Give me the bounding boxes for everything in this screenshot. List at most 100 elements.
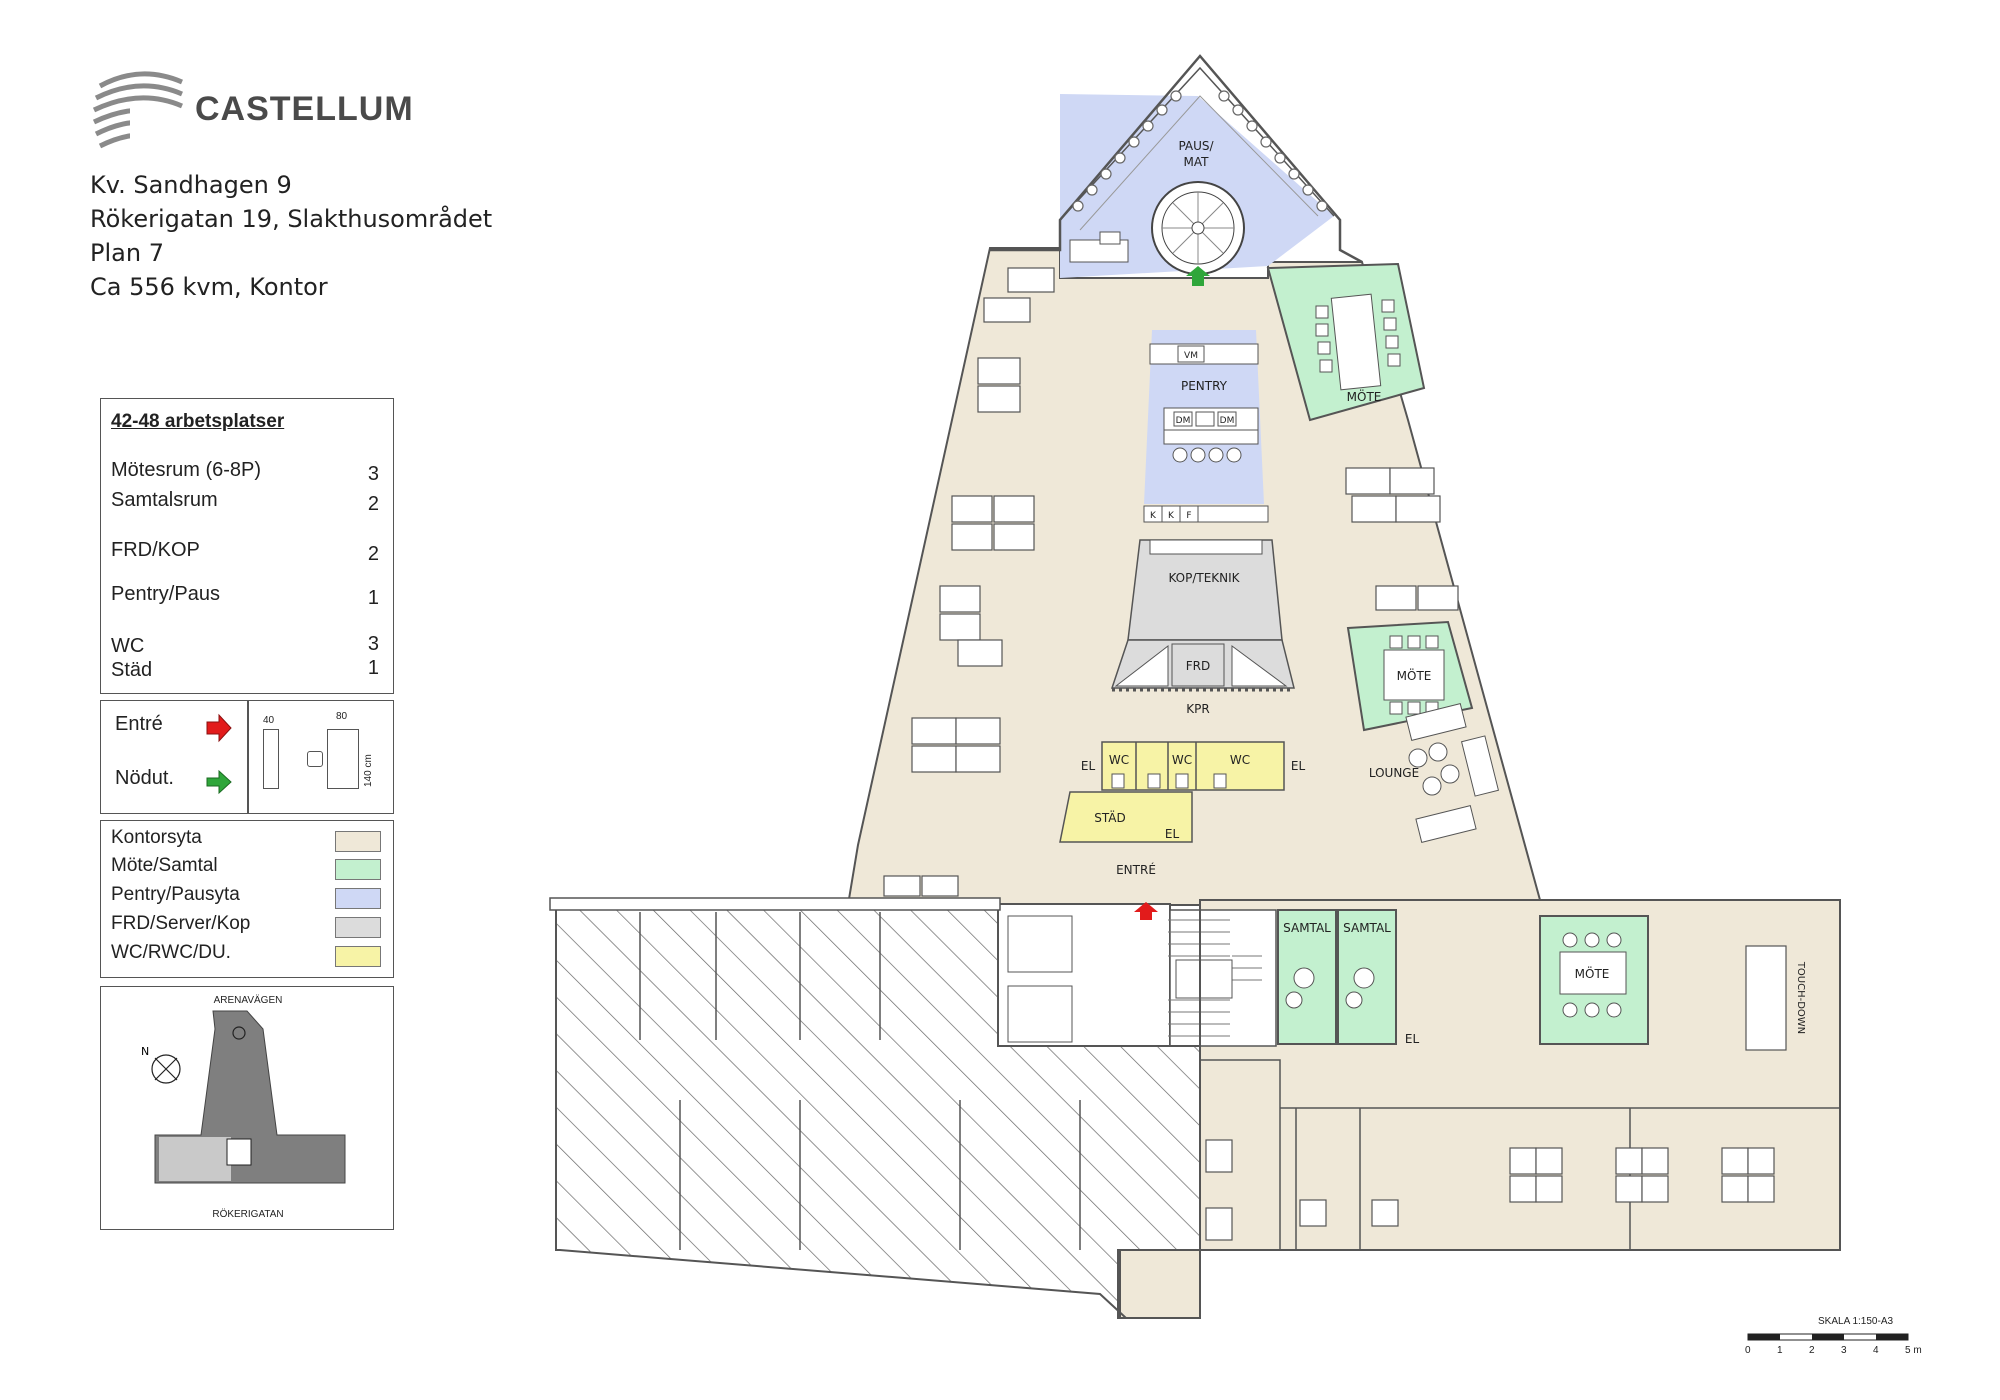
pentry-label: PENTRY xyxy=(1181,379,1228,393)
meeting-room-label: MÖTE xyxy=(1575,965,1610,981)
meeting-room-label: MÖTE xyxy=(1347,388,1382,404)
roof-outline xyxy=(990,54,1363,264)
narrow-desk-icon xyxy=(263,729,279,789)
k-label: K xyxy=(1168,511,1175,521)
emergency-exit-arrow-icon xyxy=(206,769,232,795)
legend-swatch-meeting xyxy=(335,859,381,880)
address-line-3: Plan 7 xyxy=(90,239,164,267)
stad-area xyxy=(1059,791,1193,843)
summary-row-label: WC xyxy=(111,635,145,657)
symbol-divider xyxy=(247,701,249,813)
entry-arrow-icon xyxy=(1134,902,1158,920)
kop-teknik-area xyxy=(1127,539,1283,641)
pause-label-line-2: MAT xyxy=(1184,155,1210,169)
wc-label: WC xyxy=(1109,753,1129,767)
brand-name: CASTELLUM xyxy=(195,90,414,128)
legend-swatch-wc xyxy=(335,946,381,967)
entry-label: Entré xyxy=(115,713,163,735)
street-south: RÖKERIGATAN xyxy=(212,1209,284,1220)
entrance-label: ENTRÉ xyxy=(1116,862,1156,877)
frd-label: FRD xyxy=(1186,659,1210,673)
address-line-1: Kv. Sandhagen 9 xyxy=(90,171,292,199)
castellum-logo-icon xyxy=(92,71,183,149)
summary-row-label: FRD/KOP xyxy=(111,539,200,561)
legend-swatch-pentry xyxy=(335,888,381,909)
el-label: EL xyxy=(1081,759,1096,773)
north-compass-icon xyxy=(151,1054,181,1084)
summary-row-value: 1 xyxy=(367,657,379,679)
k-label: K xyxy=(1150,511,1157,521)
legend-label: Kontorsyta xyxy=(111,827,202,848)
stad-label: STÄD xyxy=(1094,810,1125,825)
emergency-exit-arrow-icon xyxy=(1186,266,1210,286)
summary-row-label: Städ xyxy=(111,659,153,681)
meeting-room-label: MÖTE xyxy=(1397,667,1432,683)
el-label: EL xyxy=(1405,1032,1420,1046)
kpr-label: KPR xyxy=(1186,702,1209,716)
street-north: ARENAVÄGEN xyxy=(213,995,283,1006)
key-map-drawing: N xyxy=(141,1010,346,1184)
wc-label: WC xyxy=(1230,753,1250,767)
el-label: EL xyxy=(1165,827,1180,841)
pause-label-line-1: PAUS/ xyxy=(1178,139,1214,153)
pause-window-dots xyxy=(1072,90,1328,212)
lounge-label: LOUNGE xyxy=(1369,766,1419,780)
samtal-label: SAMTAL xyxy=(1343,921,1391,935)
desk-depth-140: 140 cm xyxy=(363,754,374,787)
east-wing-frame xyxy=(1199,899,1841,1251)
scale-tick: 1 xyxy=(1777,1345,1783,1356)
summary-row-value: 1 xyxy=(367,587,379,609)
hatched-west-wing xyxy=(555,903,1201,1319)
desk-icon xyxy=(327,729,359,789)
lounge-furniture xyxy=(1405,702,1500,844)
emergency-exit-label: Nödut. xyxy=(115,767,174,789)
dm-label: DM xyxy=(1220,416,1235,426)
el-label: EL xyxy=(1291,759,1306,773)
touchdown-label: TOUCH-DOWN xyxy=(1795,961,1806,1034)
scale-tick: 0 xyxy=(1745,1345,1751,1356)
chair-icon xyxy=(307,751,323,767)
wc-area xyxy=(1101,741,1285,791)
desk-width-40: 40 xyxy=(263,715,275,726)
scale-tick: 5 m xyxy=(1905,1345,1922,1356)
summary-title: 42-48 arbetsplatser xyxy=(111,411,285,432)
floor-plan: PAUS/ MAT PENTRY VM DM DM K K F KOP/TEKN… xyxy=(549,54,1841,1319)
desk-cluster-west xyxy=(883,267,1055,897)
scale-bar xyxy=(1747,1333,1909,1341)
address-line-4: Ca 556 kvm, Kontor xyxy=(90,273,328,301)
color-legend-panel: Kontorsyta Möte/Samtal Pentry/Pausyta FR… xyxy=(100,820,394,978)
legend-label: WC/RWC/DU. xyxy=(111,942,231,963)
pause-sofa xyxy=(1069,239,1129,263)
summary-row-label: Mötesrum (6-8P) xyxy=(111,459,262,481)
summary-row-label: Samtalsrum xyxy=(111,489,218,511)
desk-cluster-south xyxy=(1205,945,1787,1241)
summary-row-value: 2 xyxy=(367,543,379,565)
desk-width-80: 80 xyxy=(336,711,348,722)
dm-label: DM xyxy=(1176,416,1191,426)
wc-label: WC xyxy=(1172,753,1192,767)
address-line-2: Rökerigatan 19, Slakthusområdet xyxy=(90,205,493,233)
entry-arrow-icon xyxy=(206,713,232,743)
legend-label: Pentry/Pausyta xyxy=(111,884,240,905)
legend-label: FRD/Server/Kop xyxy=(111,913,251,934)
legend-label: Möte/Samtal xyxy=(111,855,218,876)
samtal-label: SAMTAL xyxy=(1283,921,1331,935)
summary-row-value: 3 xyxy=(367,463,379,485)
summary-panel: 42-48 arbetsplatser Mötesrum (6-8P) 3 Sa… xyxy=(100,398,394,694)
summary-row-value: 2 xyxy=(367,493,379,515)
spiral-stair-icon xyxy=(1151,181,1245,275)
address-block: Kv. Sandhagen 9 Rökerigatan 19, Slakthus… xyxy=(90,168,492,304)
svg-text:N: N xyxy=(141,1045,149,1058)
scale-tick: 3 xyxy=(1841,1345,1847,1356)
scale-tick: 2 xyxy=(1809,1345,1815,1356)
f-label: F xyxy=(1186,511,1191,521)
scale-title: SKALA 1:150-A3 xyxy=(1818,1316,1894,1327)
vm-label: VM xyxy=(1184,351,1198,361)
legend-swatch-frd xyxy=(335,917,381,938)
symbol-panel: Entré Nödut. 40 80 140 cm xyxy=(100,700,394,814)
key-map-panel: ARENAVÄGEN N RÖKERIGATAN xyxy=(100,986,394,1230)
desk-cluster-east xyxy=(1345,467,1459,611)
summary-row-label: Pentry/Paus xyxy=(111,583,220,605)
kop-teknik-label: KOP/TEKNIK xyxy=(1168,571,1240,585)
scale-tick: 4 xyxy=(1873,1345,1879,1356)
